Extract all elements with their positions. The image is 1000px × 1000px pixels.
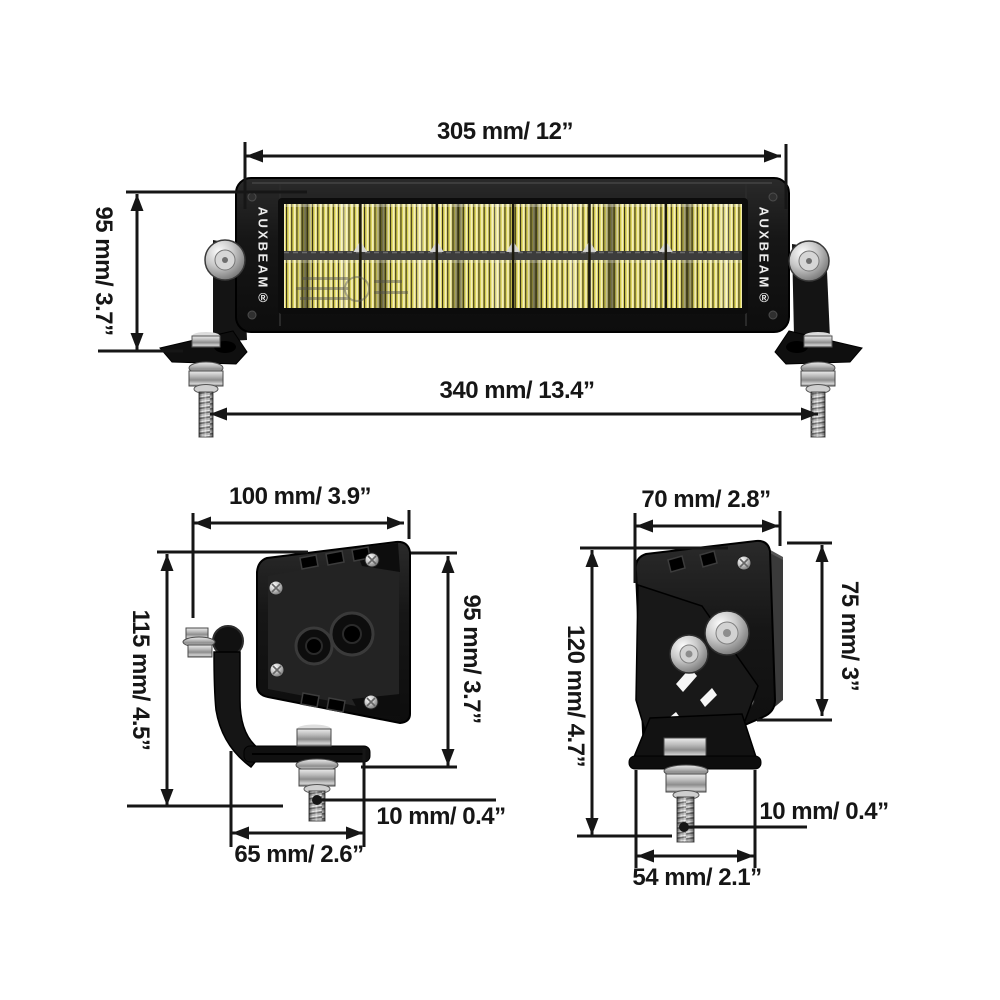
- side-connector-ports: [294, 611, 375, 666]
- dim-bar-width-label: 305 mm/ 12”: [437, 118, 573, 145]
- dim-bar-height-label: 95 mm/ 3.7”: [90, 206, 117, 336]
- top-view-arrowheads: [130, 149, 818, 421]
- side-vents: [299, 546, 371, 713]
- dim-end-base-label: 54 mm/ 2.1”: [632, 864, 762, 891]
- leader-dot: [312, 795, 322, 805]
- dim-end-width-label: 70 mm/ 2.8”: [641, 486, 771, 513]
- brand-logo-right: AUXBEAM®: [756, 206, 772, 308]
- light-end-view: [628, 539, 783, 843]
- end-pivot-bolts: [669, 610, 750, 674]
- side-foot-bolt: [295, 724, 339, 822]
- side-view-dimensions: [127, 510, 496, 847]
- left-pivot-knob: [204, 239, 246, 281]
- endcap-screw: [247, 310, 257, 320]
- dim-mount-width-label: 340 mm/ 13.4”: [439, 377, 595, 404]
- leader-dot-end: [679, 822, 689, 832]
- side-corner-screws: [268, 552, 380, 710]
- segment-dividers: [359, 204, 668, 308]
- light-side-view: [182, 540, 411, 822]
- right-pivot-knob: [788, 240, 830, 282]
- dim-side-base-label: 65 mm/ 2.6”: [234, 841, 364, 868]
- dim-side-width-label: 100 mm/ 3.9”: [228, 483, 372, 510]
- brand-logo-left: AUXBEAM®: [255, 206, 271, 308]
- side-bracket-arm: [213, 651, 265, 769]
- dim-end-body-height-label: 75 mm/ 3”: [836, 580, 863, 692]
- dim-end-bolt-label: 10 mm/ 0.4”: [759, 798, 889, 825]
- endcap-screw: [247, 192, 257, 202]
- end-foot-bolt: [663, 764, 709, 843]
- top-view-dimensions: [98, 142, 818, 416]
- end-vents: [667, 550, 718, 573]
- end-pedestal-nut: [663, 737, 707, 759]
- dim-side-height-label: 115 mm/ 4.5”: [127, 609, 154, 751]
- dim-end-height-label: 120 mm/ 4.7”: [562, 624, 589, 768]
- lens-certification-marks: [296, 276, 408, 302]
- endcap-screw: [768, 310, 778, 320]
- light-bar-front-view: [159, 177, 863, 438]
- end-view-dimensions: [577, 511, 832, 868]
- side-pivot-bolt: [182, 625, 244, 658]
- side-view-arrowheads: [160, 516, 455, 840]
- end-view-arrowheads: [585, 519, 829, 863]
- lens-area: [278, 198, 748, 314]
- dim-side-bolt-label: 10 mm/ 0.4”: [376, 803, 506, 830]
- dim-side-body-height-label: 95 mm/ 3.7”: [458, 594, 485, 724]
- endcap-screw: [768, 192, 778, 202]
